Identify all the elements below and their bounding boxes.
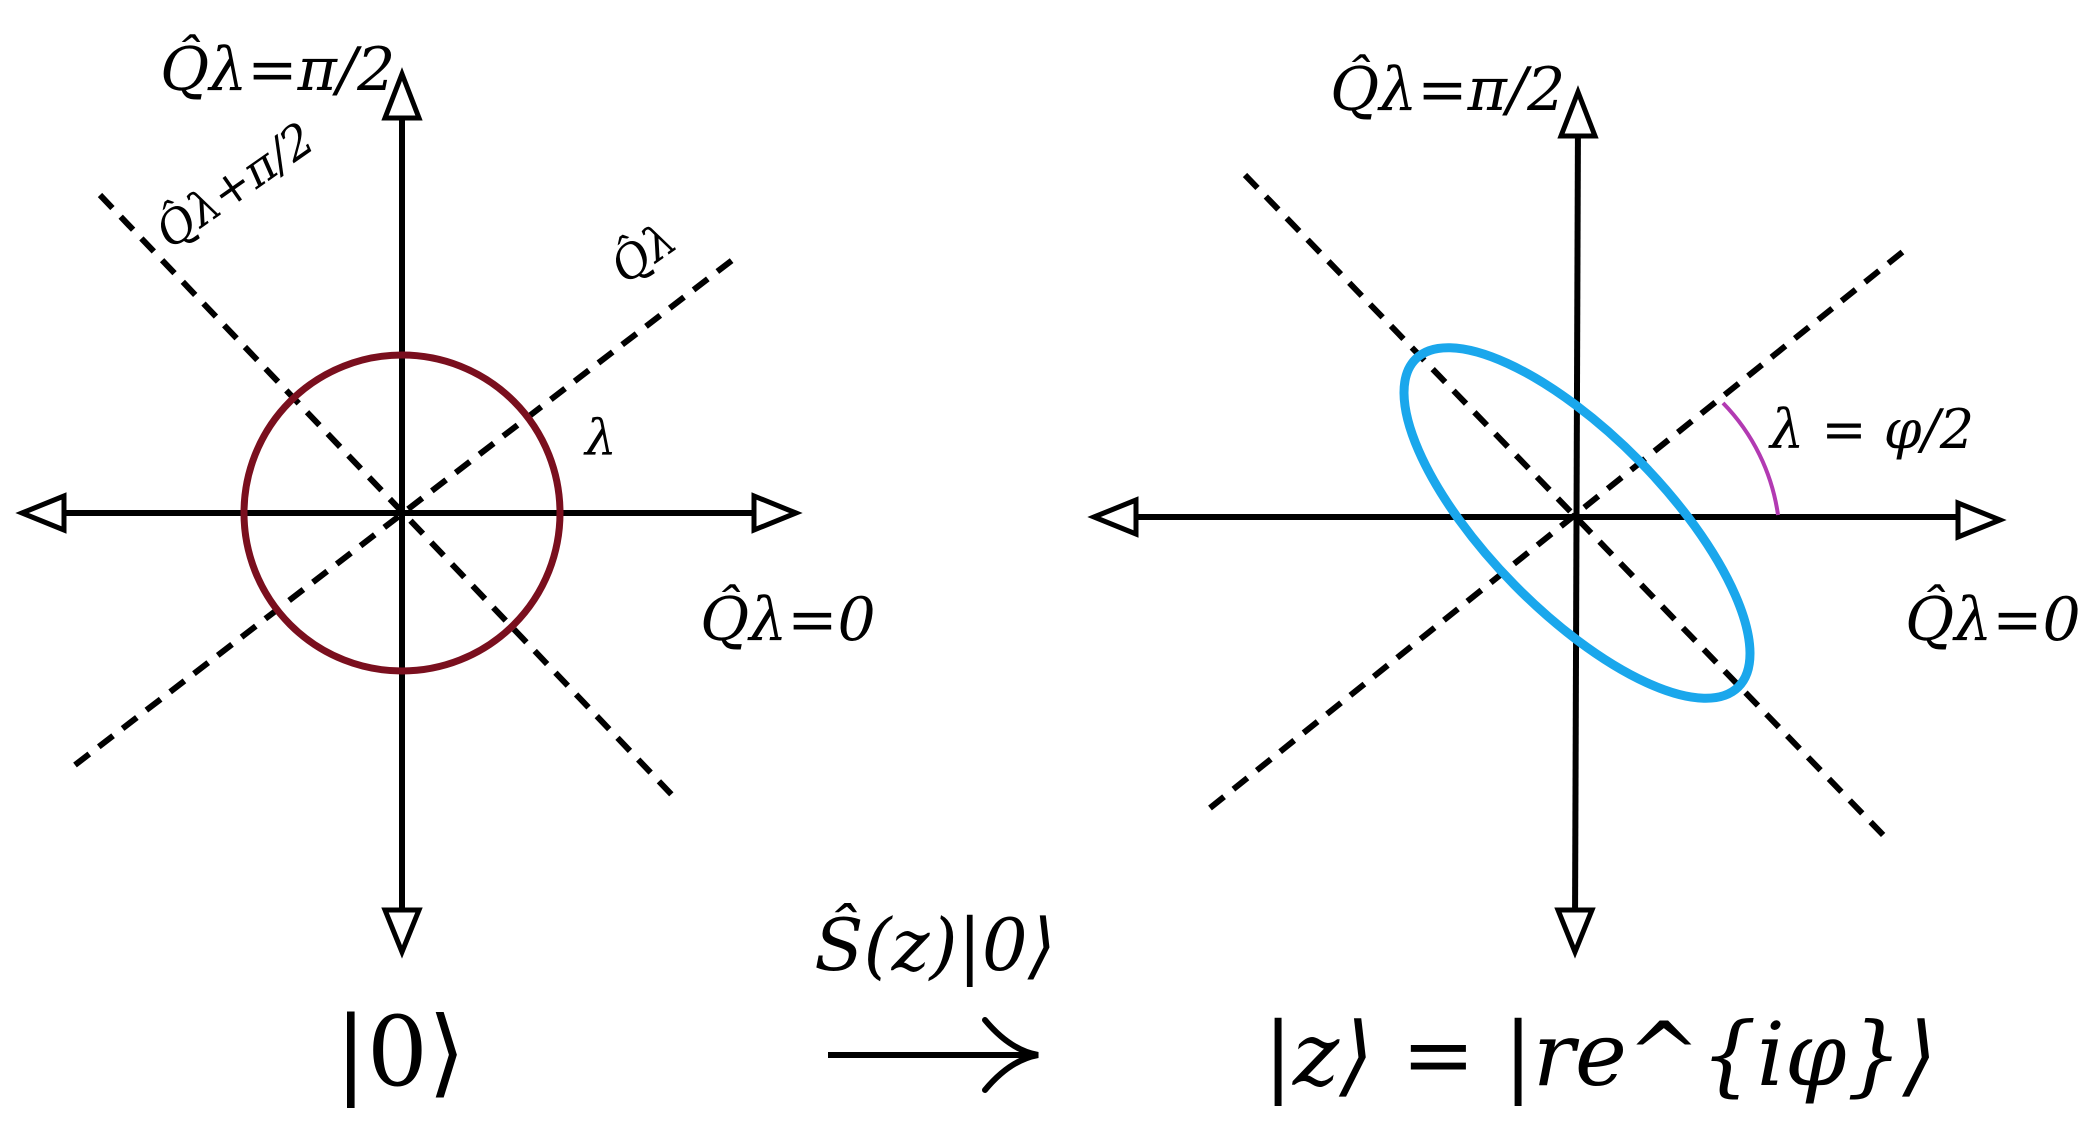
right-rotated-axis-q-lambda bbox=[1208, 247, 1907, 811]
left-angle-label: λ bbox=[583, 409, 617, 467]
squeezed-state-ellipse bbox=[1399, 343, 1755, 703]
vacuum-state-circle bbox=[240, 351, 564, 675]
left-axis-top-label: Q̂λ=π/2 bbox=[160, 34, 395, 105]
right-vertical-axis bbox=[1572, 117, 1581, 926]
left-rotated-perp-axis-label: Q̂λ+π/2 bbox=[145, 111, 324, 259]
right-phase-space: Q̂λ=π/2 Q̂λ=0 λ = φ/2 |z⟩ = |re^{iφ}⟩ bbox=[1087, 54, 2081, 1106]
right-axis-arrow-left bbox=[1087, 496, 1139, 538]
left-rotated-axis-label: Q̂λ bbox=[600, 211, 686, 294]
left-rotated-axis-q-lambda-perp bbox=[97, 192, 675, 798]
right-axis-top-label: Q̂λ=π/2 bbox=[1330, 54, 1565, 125]
right-rotated-axis-q-lambda-perp bbox=[1242, 172, 1891, 843]
left-axis-arrow-right bbox=[751, 492, 803, 534]
squeeze-transition: Ŝ(z)|0⟩ bbox=[814, 901, 1056, 1093]
right-state-label: |z⟩ = |re^{iφ}⟩ bbox=[1263, 1003, 1937, 1106]
left-axis-arrow-up bbox=[381, 67, 423, 121]
left-axis-right-label: Q̂λ=0 bbox=[700, 584, 876, 655]
right-axis-arrow-up bbox=[1557, 85, 1599, 139]
right-angle-label: λ = φ/2 bbox=[1768, 398, 1974, 461]
squeeze-angle-arc bbox=[1721, 401, 1780, 516]
left-axis-arrow-down bbox=[381, 907, 423, 959]
left-phase-space: Q̂λ=π/2 Q̂λ=0 Q̂λ Q̂λ+π/2 λ |0⟩ bbox=[15, 34, 876, 1108]
right-axis-arrow-right bbox=[1955, 499, 2007, 541]
transition-arrow-head bbox=[982, 1017, 1039, 1093]
squeeze-operator-label: Ŝ(z)|0⟩ bbox=[814, 901, 1056, 987]
right-axis-arrow-down bbox=[1554, 907, 1596, 959]
left-rotated-axis-q-lambda bbox=[73, 255, 737, 768]
left-axis-arrow-left bbox=[15, 492, 67, 534]
left-state-label: |0⟩ bbox=[335, 996, 466, 1108]
right-axis-right-label: Q̂λ=0 bbox=[1905, 584, 2081, 655]
